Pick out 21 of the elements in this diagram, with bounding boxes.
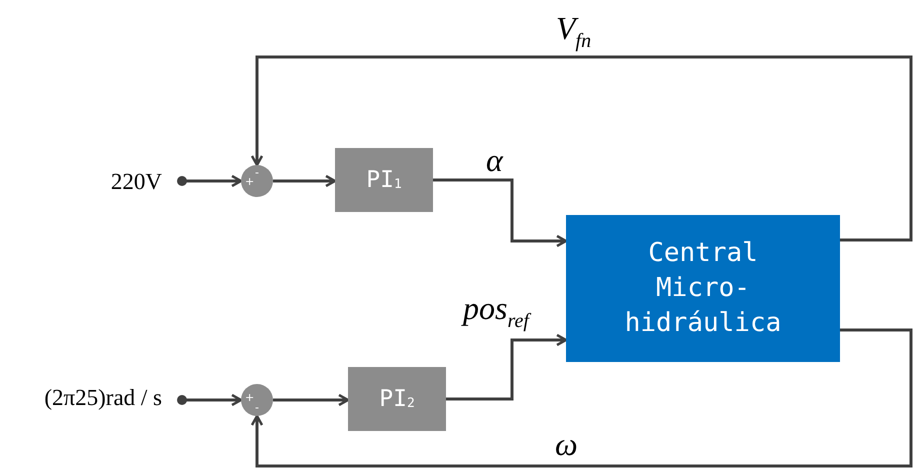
edge-label: α: [486, 144, 503, 176]
signal-arrow: [273, 174, 336, 188]
signal-arrow: [250, 328, 912, 468]
signal-arrow: [433, 178, 568, 248]
sign-label: +: [245, 176, 254, 187]
sign-label: -: [255, 402, 259, 413]
summing-junction: [241, 384, 273, 416]
plant-block: Central Micro-hidráulica: [566, 215, 840, 362]
input-label: (2π25)rad / s: [44, 385, 162, 411]
summing-junction: [241, 165, 273, 197]
signal-arrow: [177, 394, 242, 406]
input-label: 220V: [110, 169, 162, 195]
edge-label: V$_{fn}$: [556, 12, 592, 51]
edge-label: pos$_{ref}$: [463, 292, 529, 331]
sign-label: -: [255, 167, 259, 178]
signal-arrow: [250, 56, 912, 242]
signal-arrow: [177, 174, 242, 188]
edge-label: ω: [555, 428, 578, 460]
signal-arrow: [273, 394, 350, 406]
sign-label: +: [245, 392, 254, 403]
signal-arrow: [446, 334, 568, 400]
